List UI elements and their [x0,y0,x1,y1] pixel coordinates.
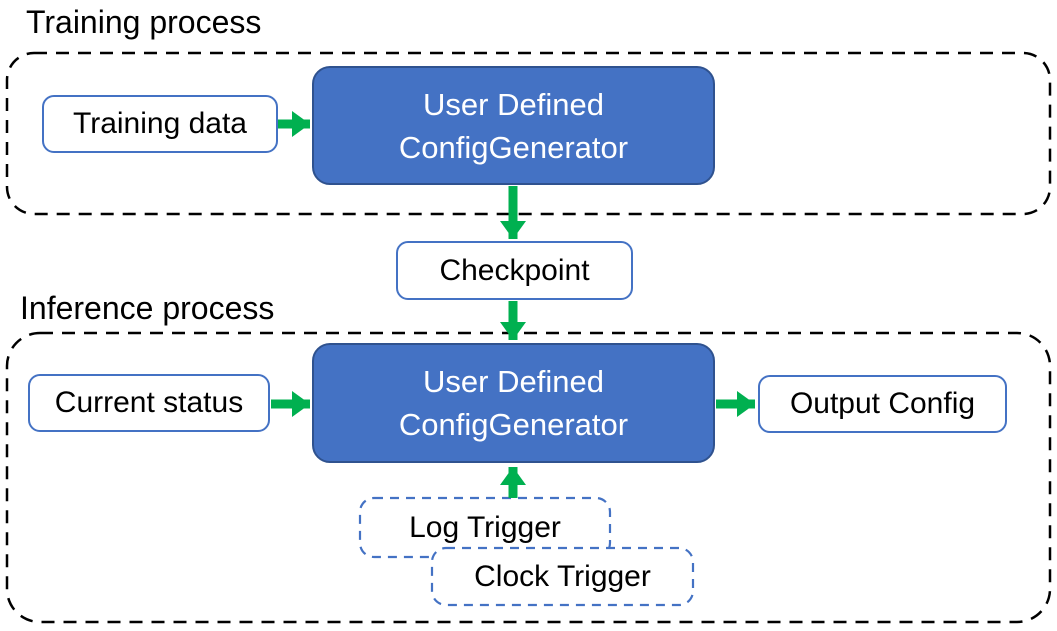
clock-trigger-label-text: Clock Trigger [474,559,651,593]
output-config-node: Output Config [758,375,1007,433]
clock-trigger-box [430,546,695,607]
checkpoint-node-label: Checkpoint [439,253,590,287]
checkpoint-node: Checkpoint [396,241,633,300]
inference-process-label: Inference process [20,290,275,326]
output-config-node-label: Output Config [789,387,976,420]
log-trigger-label-text: Log Trigger [409,510,561,544]
current-status-node-label: Current status [54,386,244,419]
training-generator-label-line2: ConfigGenerator [398,129,629,165]
training-process-container [5,51,1052,216]
training-data-node-label: Training data [73,107,247,140]
training-data-node: Training data [42,95,278,153]
log-trigger-label: Log Trigger [360,498,610,557]
inference-process-container [5,331,1052,624]
training-generator-node: User Defined ConfigGenerator [312,66,715,185]
training-generator-label-line1: User Defined [423,86,604,122]
training-process-label: Training process [26,4,262,40]
inference-generator-node: User Defined ConfigGenerator [312,343,715,463]
inference-generator-label-line2: ConfigGenerator [398,407,629,442]
current-status-node: Current status [28,374,270,432]
inference-generator-label-line1: User Defined [423,364,604,399]
clock-trigger-label: Clock Trigger [432,548,693,605]
